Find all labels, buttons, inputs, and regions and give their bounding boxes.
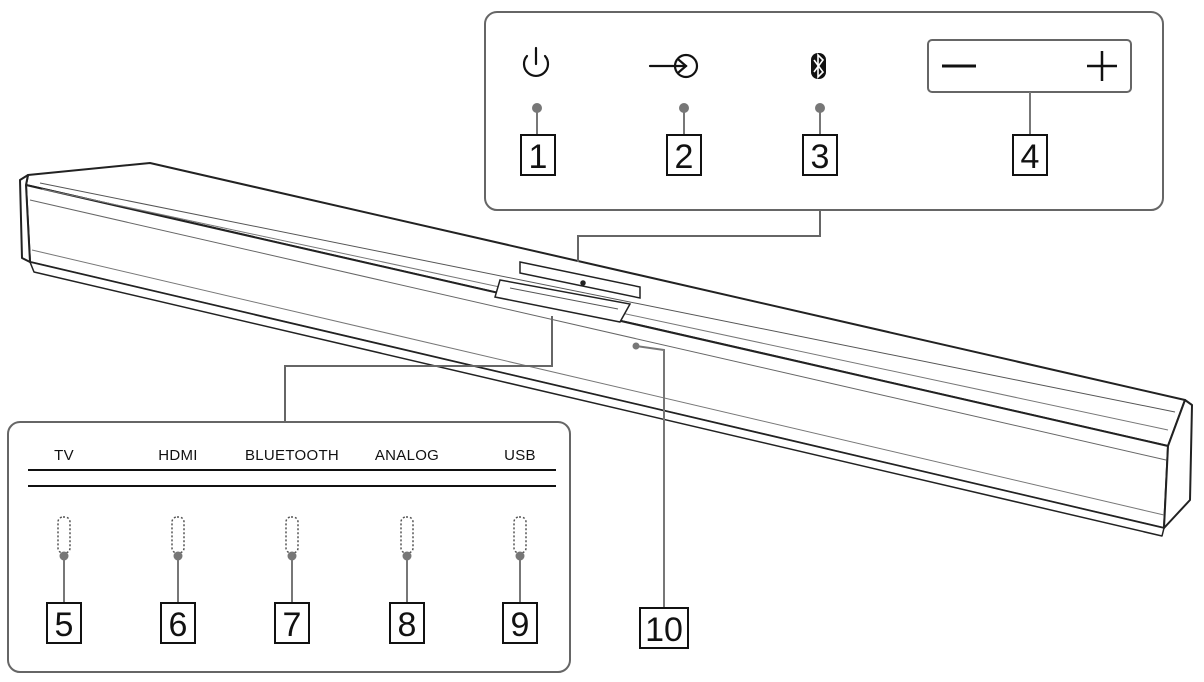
callout-10: 10	[632, 342, 689, 649]
indicator-label-bluetooth: BLUETOOTH	[245, 447, 339, 464]
indicator-leaders	[59, 551, 525, 603]
callout-number: 3	[811, 138, 830, 176]
input-icon	[648, 53, 699, 79]
indicator-label-tv: TV	[54, 447, 74, 464]
callout-number: 9	[511, 606, 530, 644]
indicator-leds	[57, 516, 527, 554]
callout-9: 9	[502, 602, 538, 644]
callout-number: 4	[1021, 138, 1040, 176]
indicator-panel-leader	[284, 316, 553, 422]
indicator-label-hdmi: HDMI	[158, 447, 198, 464]
indicator-led-usb	[513, 516, 527, 554]
callout-number: 5	[55, 606, 74, 644]
soundbar-left-end	[19, 174, 31, 263]
indicator-label-usb: USB	[504, 447, 536, 464]
soundbar-right-end	[1163, 399, 1193, 529]
indicator-led-bluetooth	[285, 516, 299, 554]
indicator-label-analog: ANALOG	[375, 447, 439, 464]
callout-6: 6	[160, 602, 196, 644]
indicator-led-hdmi	[171, 516, 185, 554]
callout-1: 1	[520, 134, 556, 176]
callout-number: 7	[283, 606, 302, 644]
callout-3: 3	[802, 134, 838, 176]
bluetooth-icon	[811, 53, 826, 79]
power-icon	[522, 46, 550, 78]
callout-7: 7	[274, 602, 310, 644]
soundbar-button-cluster	[494, 261, 641, 323]
soundbar-base	[29, 261, 1165, 537]
callout-4: 4	[1012, 134, 1048, 176]
indicator-led-tv	[57, 516, 71, 554]
callout-number: 2	[675, 138, 694, 176]
callout-number: 10	[645, 611, 683, 649]
callout-number: 8	[398, 606, 417, 644]
callout-5: 5	[46, 602, 82, 644]
callout-2: 2	[666, 134, 702, 176]
callout-number: 1	[529, 138, 548, 176]
indicator-led-analog	[400, 516, 414, 554]
callout-number: 6	[169, 606, 188, 644]
control-leaders	[532, 92, 1031, 135]
callout-8: 8	[389, 602, 425, 644]
control-panel-leader	[577, 210, 821, 262]
volume-minus-plus-icon	[927, 39, 1132, 93]
